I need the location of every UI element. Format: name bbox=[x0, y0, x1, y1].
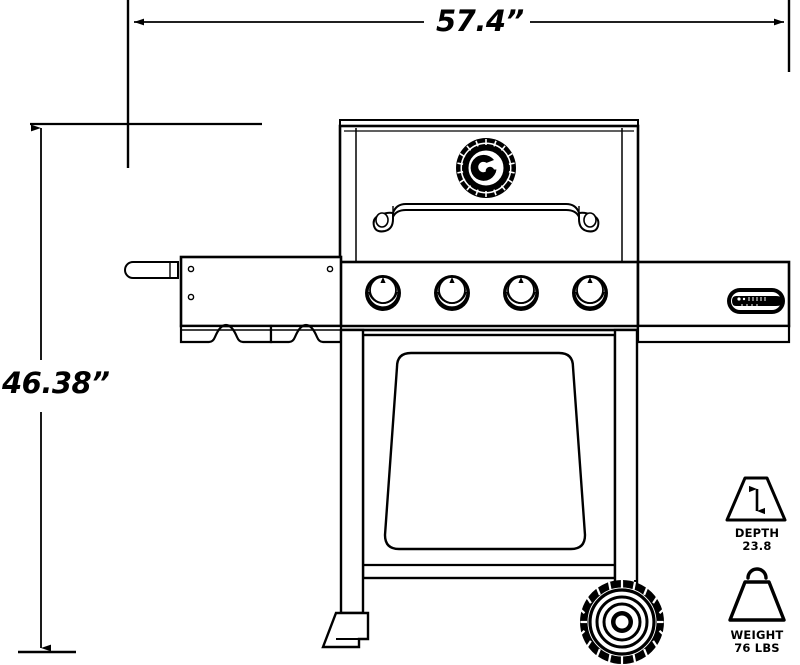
weight-handle bbox=[746, 567, 768, 580]
left-leg-foot bbox=[321, 611, 370, 649]
handle-right-mount bbox=[583, 212, 597, 228]
wheel-rim-1 bbox=[588, 588, 656, 656]
knob-4-pointer bbox=[587, 277, 593, 283]
left-side-shelf bbox=[124, 255, 343, 328]
cabinet-frame bbox=[361, 333, 617, 580]
weight-spec-title: WEIGHT bbox=[730, 628, 784, 642]
tool-hook-2 bbox=[269, 323, 343, 344]
right-shelf-lip bbox=[636, 324, 791, 344]
wheel-hub-center bbox=[615, 615, 629, 629]
width-dimension-label: 57.4” bbox=[436, 4, 524, 38]
depth-spec-title: DEPTH bbox=[734, 526, 780, 540]
height-dimension bbox=[18, 124, 76, 654]
temperature-gauge-icon bbox=[456, 138, 516, 198]
depth-spec-value: 23.8 bbox=[742, 539, 772, 553]
knob-1-pointer bbox=[380, 277, 386, 283]
badge-dot-1 bbox=[737, 297, 741, 301]
knob-3-pointer bbox=[518, 277, 524, 283]
right-leg bbox=[613, 328, 639, 594]
badge-dot-2 bbox=[742, 297, 746, 301]
shelf-screw-top-right bbox=[326, 265, 334, 273]
depth-spec-caption: DEPTH 23.8 bbox=[697, 527, 800, 553]
wheel-rim-3 bbox=[602, 602, 642, 642]
depth-trapezoid-icon bbox=[725, 476, 787, 522]
width-dimension bbox=[30, 0, 791, 168]
wheel-tire-tread bbox=[578, 580, 666, 664]
height-dimension-label: 46.38” bbox=[2, 366, 110, 400]
left-leg bbox=[339, 328, 365, 615]
handle-left-mount bbox=[375, 212, 389, 228]
weight-icon bbox=[728, 567, 786, 622]
left-shelf-face bbox=[179, 255, 343, 328]
shelf-screw-bottom-left bbox=[187, 293, 195, 301]
wheel-rim-2 bbox=[595, 595, 649, 649]
burner-knob-2[interactable] bbox=[434, 275, 470, 311]
cabinet-door[interactable] bbox=[383, 351, 587, 551]
shelf-screw-top-left bbox=[187, 265, 195, 273]
burner-knob-4[interactable] bbox=[572, 275, 608, 311]
rear-wheel bbox=[578, 580, 666, 664]
weight-spec-caption: WEIGHT 76 LBS bbox=[697, 629, 800, 655]
burner-knob-1[interactable] bbox=[365, 275, 401, 311]
weight-spec-value: 76 LBS bbox=[734, 641, 780, 655]
lid-handle[interactable] bbox=[372, 203, 600, 233]
burner-knob-3[interactable] bbox=[503, 275, 539, 311]
brand-badge bbox=[727, 288, 785, 314]
side-shelf-handle-bar[interactable] bbox=[124, 261, 179, 279]
badge-text-ticks bbox=[741, 297, 766, 307]
knob-2-pointer bbox=[449, 277, 455, 283]
brand-mark-dot bbox=[485, 166, 495, 176]
tool-hook-1 bbox=[179, 323, 273, 344]
weight-body bbox=[728, 580, 786, 622]
tool-hook-rail bbox=[179, 323, 343, 344]
gauge-knurl-teeth bbox=[457, 139, 515, 197]
